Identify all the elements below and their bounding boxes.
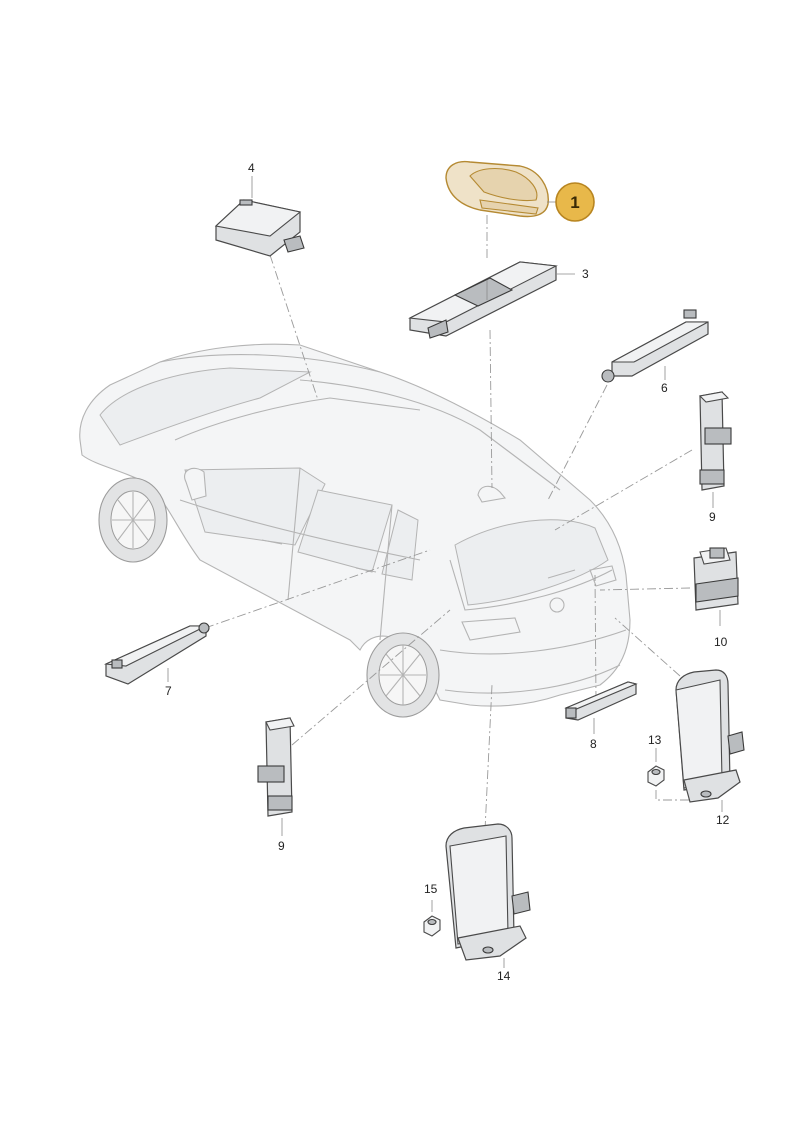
part-8-antenna-module[interactable]: 8: [564, 681, 638, 751]
part-3-antenna-base-module[interactable]: 3: [408, 261, 589, 339]
callout-6: 6: [661, 381, 668, 395]
part-9-right-module[interactable]: 9: [698, 391, 732, 524]
part-15-nut[interactable]: 15: [423, 882, 441, 937]
callout-4: 4: [248, 161, 255, 175]
callout-3: 3: [582, 267, 589, 281]
callout-9-left: 9: [278, 839, 285, 853]
part-9-left-module[interactable]: 9: [257, 717, 295, 853]
callout-7: 7: [165, 684, 172, 698]
part-13-nut[interactable]: 13: [647, 733, 665, 787]
leader-lines: [204, 215, 700, 831]
callout-badge-1[interactable]: 1: [547, 182, 595, 222]
part-4-control-unit[interactable]: 4: [214, 161, 305, 257]
callout-8: 8: [590, 737, 597, 751]
part-12-control-unit-bracket[interactable]: 12: [675, 669, 745, 827]
part-1-roof-antenna[interactable]: [445, 160, 549, 218]
callout-15: 15: [424, 882, 438, 896]
part-7-left-antenna-module[interactable]: 7: [103, 622, 210, 698]
callout-14: 14: [497, 969, 511, 983]
car-body: [79, 343, 631, 718]
svg-text:1: 1: [570, 193, 579, 212]
part-14-control-unit-bracket[interactable]: 14: [445, 823, 531, 983]
part-6-antenna-amplifier[interactable]: 6: [601, 309, 709, 395]
callout-13: 13: [648, 733, 662, 747]
part-10-relay-module[interactable]: 10: [693, 547, 739, 649]
callout-12: 12: [716, 813, 730, 827]
callout-9-right: 9: [709, 510, 716, 524]
callout-10: 10: [714, 635, 728, 649]
